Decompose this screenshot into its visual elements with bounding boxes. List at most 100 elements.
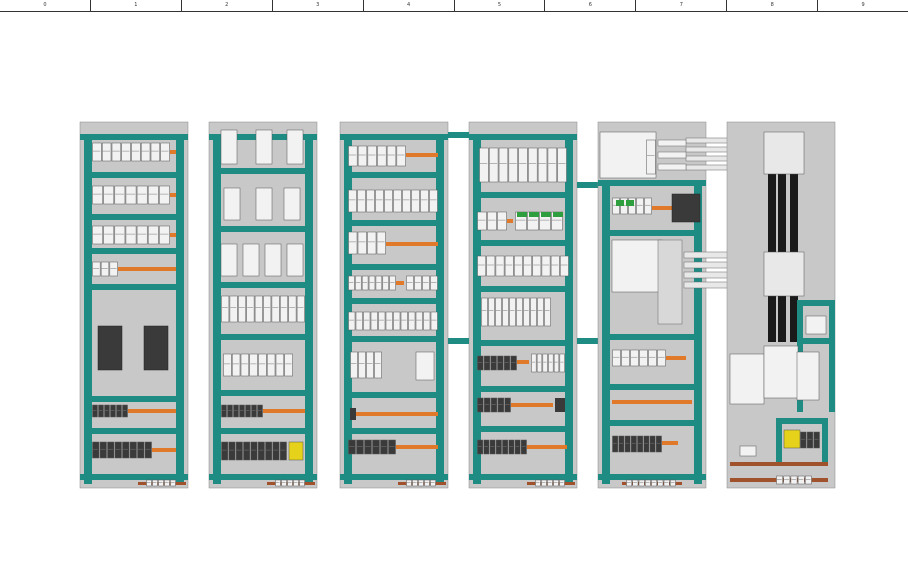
- terminal-block: [104, 404, 110, 418]
- ruler-column: 0: [43, 2, 47, 8]
- circuit-breaker: [429, 189, 438, 213]
- terminal-block: [158, 479, 164, 487]
- circuit-breaker: [805, 315, 827, 335]
- plc-module: [488, 297, 495, 327]
- frame-crossbar: [213, 282, 313, 288]
- contactor: [514, 255, 523, 277]
- plc-module: [502, 297, 509, 327]
- cabinet-joint-bar: [448, 132, 469, 138]
- power-meter: [671, 193, 701, 223]
- cabinet-2-frame-left: [213, 134, 221, 484]
- frame-crossbar: [213, 390, 313, 396]
- terminal-block: [146, 479, 152, 487]
- terminal-block: [281, 479, 287, 487]
- circuit-breaker: [160, 142, 170, 162]
- terminal-block: [503, 355, 511, 371]
- frame-crossbar: [344, 392, 444, 398]
- relay: [363, 311, 371, 331]
- plc-module: [275, 353, 284, 377]
- circuit-breaker: [636, 197, 644, 215]
- bottom-rail: [730, 462, 828, 466]
- circuit-breaker: [150, 142, 160, 162]
- circuit-breaker: [376, 231, 386, 255]
- circuit-breaker: [357, 231, 367, 255]
- terminal-block: [797, 475, 805, 485]
- status-led: [553, 212, 563, 217]
- circuit-breaker: [103, 225, 115, 245]
- terminal-block: [514, 439, 521, 455]
- terminal-block: [424, 479, 430, 487]
- busbar-clamp: [657, 163, 687, 171]
- terminal-block: [624, 435, 631, 453]
- circuit-breaker: [375, 189, 384, 213]
- din-rail: [527, 445, 567, 449]
- circuit-breaker: [348, 189, 357, 213]
- terminal-block: [497, 355, 504, 371]
- cabinet-1-frame-right: [176, 134, 184, 484]
- circuit-breaker: [411, 189, 420, 213]
- frame-crossbar: [213, 168, 313, 174]
- ruler-column: 6: [544, 0, 635, 11]
- terminal-block: [243, 441, 251, 461]
- circuit-breaker: [125, 185, 137, 205]
- contactor: [550, 255, 560, 277]
- cabinet-1-panel: [79, 121, 189, 489]
- busbar-clamp: [657, 151, 687, 159]
- power-supply: [288, 441, 304, 461]
- ruler-column: 2: [180, 0, 272, 11]
- relay: [393, 311, 401, 331]
- terminal-block: [496, 439, 502, 455]
- circuit-breaker: [136, 225, 148, 245]
- circuit-breaker: [422, 275, 430, 291]
- vertical-busbar: [768, 132, 776, 342]
- circuit-breaker: [355, 275, 362, 291]
- busbar-support-insulator: [763, 251, 805, 297]
- plc-module: [495, 297, 502, 327]
- cabinet-1-frame-bottom: [80, 474, 188, 480]
- din-rail: [406, 153, 438, 157]
- circuit-breaker: [159, 225, 170, 245]
- air-circuit-breaker: [796, 351, 820, 401]
- circuit-breaker: [518, 147, 528, 183]
- relay: [487, 211, 497, 231]
- ruler-column: 9: [817, 0, 908, 11]
- terminal-block: [164, 479, 170, 487]
- frame-crossbar: [84, 248, 184, 254]
- cabinet-5-frame-right: [694, 180, 702, 484]
- contactor: [229, 295, 238, 323]
- air-circuit-breaker: [763, 345, 799, 399]
- cabinet-3-frame-bottom: [340, 474, 448, 480]
- terminal-block: [631, 435, 637, 453]
- frame-crossbar: [602, 420, 702, 426]
- terminal-block: [348, 439, 356, 455]
- terminal-block: [233, 404, 239, 418]
- circuit-breaker: [489, 147, 499, 183]
- contactor: [630, 349, 639, 367]
- circuit-breaker: [547, 147, 557, 183]
- terminal-block: [144, 441, 152, 459]
- terminal-block: [547, 479, 553, 487]
- plc-module: [249, 353, 258, 377]
- circuit-breaker: [159, 185, 170, 205]
- contactor: [621, 349, 630, 367]
- terminal-block: [122, 441, 130, 459]
- terminal-block: [548, 353, 554, 373]
- terminal-block: [643, 435, 650, 453]
- terminal-block: [555, 398, 565, 412]
- din-rail: [652, 206, 672, 210]
- circuit-breaker: [92, 261, 101, 277]
- motor-starter: [264, 243, 282, 277]
- terminal-block: [806, 431, 814, 449]
- relay: [385, 311, 393, 331]
- relay: [497, 211, 507, 231]
- cabinet-5-frame-bottom: [598, 474, 706, 480]
- relay: [430, 311, 438, 331]
- terminal-block: [364, 439, 372, 455]
- circuit-breaker: [402, 189, 411, 213]
- terminal-block: [553, 353, 560, 373]
- terminal-block: [521, 439, 527, 455]
- terminal-block: [275, 479, 281, 487]
- contactor: [495, 255, 505, 277]
- frame-crossbar: [344, 336, 444, 342]
- cabinet-joint-bar: [577, 182, 598, 188]
